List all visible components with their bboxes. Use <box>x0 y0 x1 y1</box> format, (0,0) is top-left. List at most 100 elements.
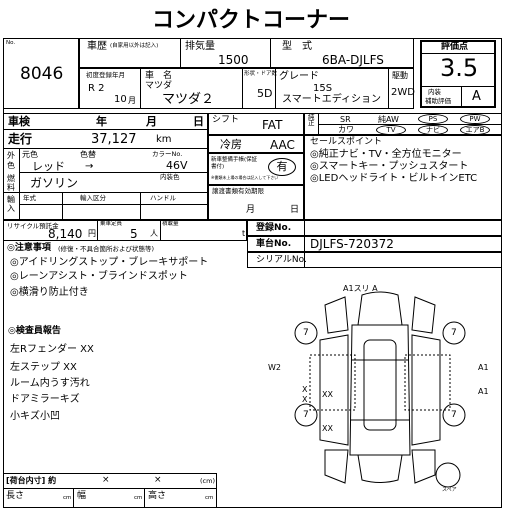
damage-mark: XX <box>322 390 333 399</box>
mileage-value: 37,127 <box>91 132 137 147</box>
diagram-right-label: A1 <box>478 363 489 372</box>
capacity-value: 5 <box>130 227 138 241</box>
tire-label: 7 <box>303 328 309 338</box>
diagram-top-label: A1スリ A <box>343 284 378 293</box>
ac-box <box>208 135 304 153</box>
recycle-row <box>3 220 247 241</box>
color-value: レッド <box>32 160 65 173</box>
chassis-value: DJLFS-720372 <box>310 237 394 251</box>
serial-label: シリアルNo. <box>256 255 307 265</box>
equip-navi: ナビ <box>418 125 448 135</box>
cargo-width-label: 幅 <box>77 491 87 501</box>
load-unit: t <box>242 229 246 238</box>
category-label: 車歴 <box>87 41 107 52</box>
lot-number: 8046 <box>20 64 64 84</box>
cargo-length-unit: cm <box>63 495 72 501</box>
serial-row <box>247 252 502 268</box>
recycle-value: 8,140 <box>48 227 83 241</box>
tire-label: 7 <box>451 410 457 420</box>
fuel-label: 燃料 <box>7 174 15 192</box>
no-label: No. <box>6 40 16 46</box>
import-label: 輸入 <box>7 195 15 213</box>
inspector-item: 左Rフェンダー XX <box>10 344 94 355</box>
sales-points-box <box>304 135 502 220</box>
original-color-label: 元色 <box>22 150 38 159</box>
sales-point: ◎純正ナビ・TV・全方位モニター <box>310 149 462 160</box>
diagram-right-label: A1 <box>478 387 489 396</box>
equip-sr: SR <box>340 115 351 124</box>
year-type-label: 年式 <box>23 194 36 202</box>
transfer-day: 日 <box>290 205 300 215</box>
notes-sub: (修復・不具合箇所および状態等) <box>58 245 155 253</box>
book-value: 有 <box>268 158 296 176</box>
equip-leather: カワ <box>338 125 354 134</box>
first-reg-label: 初度登録年月 <box>86 71 125 79</box>
category-note: (自家用以外は記入) <box>110 43 159 49</box>
book-note: ※書類未上場の場合は記入して下さい <box>211 175 279 180</box>
equip-ps: PS <box>418 114 448 124</box>
spare-label: スペア <box>442 487 457 493</box>
equip-aw: 純AW <box>378 115 399 124</box>
cargo-x2: × <box>154 475 162 485</box>
chassis-row <box>247 236 502 252</box>
chassis-label: 車台No. <box>256 239 292 249</box>
ac-value: AAC <box>270 138 295 152</box>
inspector-label: ◎検査員報告 <box>8 326 61 336</box>
first-reg-month: 10 <box>114 94 127 105</box>
color-arrow: → <box>85 161 94 172</box>
cargo-label: [荷台内寸] 約 <box>6 476 57 485</box>
cargo-height-label: 高さ <box>148 491 167 501</box>
doors-label: 形状・ドア数 <box>244 71 278 77</box>
cargo-length-label: 長さ <box>6 491 25 501</box>
cargo-x1: × <box>102 475 110 485</box>
capacity-label: 乗車定員 <box>100 221 123 227</box>
shaken-label: 車検 <box>8 115 30 128</box>
transfer-box <box>208 185 304 220</box>
displacement-label: 排気量 <box>185 41 215 52</box>
vehicle-row-1 <box>79 38 414 68</box>
damage-mark: X <box>302 395 308 404</box>
damage-mark: X <box>302 385 308 394</box>
notes-label: ◎注意事項 <box>7 243 51 253</box>
shaken-month: 月 <box>146 115 157 128</box>
interior-label-2: 補助評価 <box>425 97 451 105</box>
score-label: 評価点 <box>441 42 469 52</box>
cargo-unit: (cm) <box>200 477 215 485</box>
shift-label: シフト <box>212 115 240 125</box>
cargo-width-unit: cm <box>134 495 143 501</box>
inspector-item: 小キズ小凹 <box>10 411 60 422</box>
inspection-block <box>3 113 208 220</box>
tire-label: 7 <box>451 328 457 338</box>
color-no-label: カラーNo. <box>152 150 183 158</box>
equip-pw: PW <box>460 114 490 124</box>
tire-label: 7 <box>303 410 309 420</box>
equip-tv: TV <box>376 125 406 135</box>
fuel-value: ガソリン <box>30 176 79 190</box>
reg-row <box>247 220 502 236</box>
shaken-day: 日 <box>193 115 204 128</box>
inspector-item: 左ステップ XX <box>10 362 77 373</box>
inspector-item: ルーム内うす汚れ <box>10 378 90 389</box>
damage-mark: XX <box>322 424 333 433</box>
exterior-color-label: 外色 <box>7 151 15 170</box>
page-title: コンパクトコーナー <box>152 8 351 33</box>
mileage-label: 走行 <box>8 132 33 146</box>
book-label: 新車整備手帳(保証書付) <box>211 157 258 170</box>
drive-value: 2WD <box>391 87 415 98</box>
score-value: 3.5 <box>440 54 479 82</box>
interior-score: A <box>472 89 481 104</box>
car-damage-diagram <box>294 291 466 488</box>
vehicle-row-2 <box>79 68 414 109</box>
capacity-unit: 人 <box>150 229 158 238</box>
shift-value: FAT <box>262 118 283 132</box>
note-item: ◎横滑り防止付き <box>10 287 89 298</box>
note-item: ◎レーンアシスト・ブラインドスポット <box>10 271 188 282</box>
cargo-box <box>3 473 217 508</box>
score-box <box>420 40 496 108</box>
book-box <box>208 153 304 185</box>
interior-label-1: 内装 <box>428 88 441 96</box>
sales-points-label: セールスポイント <box>310 137 383 147</box>
shaken-year: 年 <box>96 115 107 128</box>
cargo-height-unit: cm <box>205 495 214 501</box>
shift-box <box>208 113 304 135</box>
